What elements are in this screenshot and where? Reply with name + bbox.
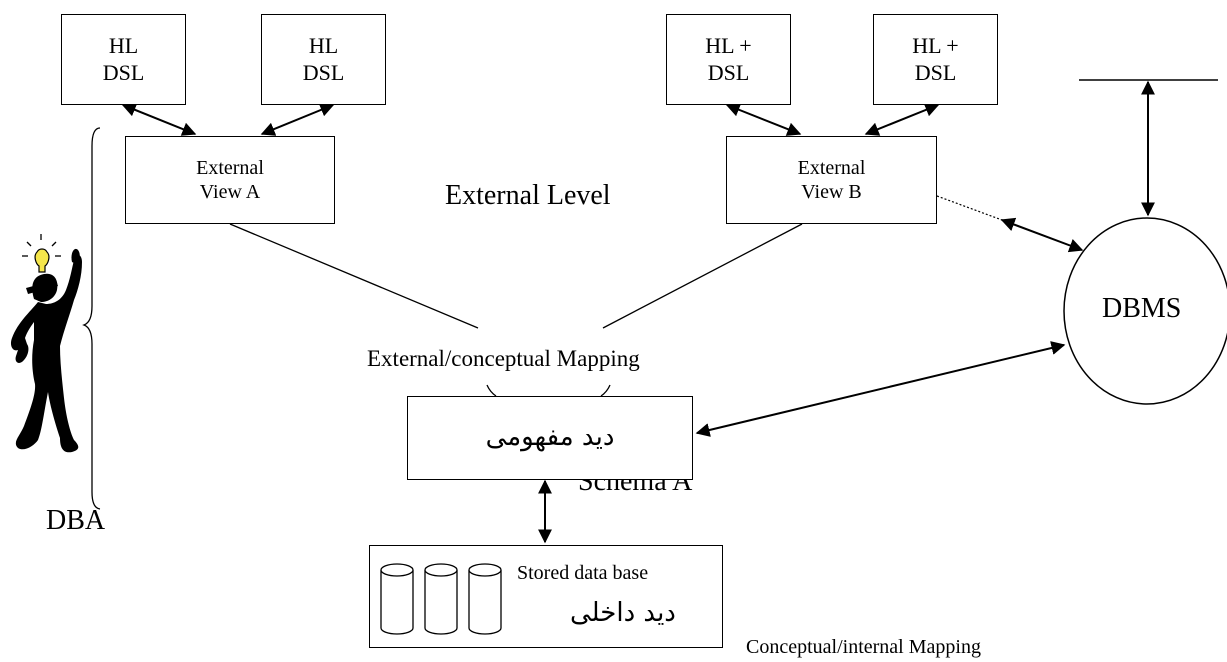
stored-database-box: Stored data base دید داخلی <box>369 545 723 648</box>
external-view-b-line1: External <box>797 157 866 179</box>
dba-person-icon <box>10 248 82 453</box>
hl-plus-dsl-box-1-line1: HL + <box>705 33 752 59</box>
arrow-conceptual-dbms <box>695 341 1066 437</box>
stored-database-title: Stored data base <box>517 562 649 584</box>
dba-label: DBA <box>46 505 106 536</box>
external-level-label: External Level <box>445 180 611 211</box>
database-cylinder-icon <box>380 563 414 635</box>
external-view-b-box: External View B <box>726 136 937 224</box>
hl-plus-dsl-box-2-line2: DSL <box>914 59 957 85</box>
hl-dsl-box-1-line1: HL <box>108 33 139 59</box>
dotted-line-view-b <box>936 195 1003 221</box>
hl-dsl-box-2: HL DSL <box>261 14 386 105</box>
dbms-label: DBMS <box>1102 293 1182 324</box>
hl-plus-dsl-box-2: HL + DSL <box>873 14 998 105</box>
mapping-line-view-a <box>229 223 479 329</box>
external-conceptual-mapping-label: External/conceptual Mapping <box>367 346 640 371</box>
hl-plus-dsl-box-2-line1: HL + <box>912 33 959 59</box>
database-cylinder-icon <box>468 563 502 635</box>
external-view-a-line2: View A <box>199 181 261 203</box>
mapping-line-view-b <box>602 223 803 329</box>
hl-dsl-box-2-line1: HL <box>308 33 339 59</box>
hl-plus-dsl-box-1-line2: DSL <box>707 59 750 85</box>
conceptual-view-label: دید مفهومی <box>485 422 615 453</box>
external-view-b-line2: View B <box>801 181 862 203</box>
database-cylinder-icon <box>424 563 458 635</box>
lightbulb-icon <box>22 234 61 273</box>
arrow-dsl3-view-b <box>725 103 802 136</box>
dba-brace <box>82 127 101 510</box>
arrow-dsl4-view-b <box>864 103 940 136</box>
hl-dsl-box-2-line2: DSL <box>302 59 345 85</box>
hl-dsl-box-1: HL DSL <box>61 14 186 105</box>
dbms-circle <box>1063 217 1227 405</box>
internal-view-label: دید داخلی <box>570 598 676 628</box>
hl-dsl-box-1-line2: DSL <box>102 59 145 85</box>
external-view-a-box: External View A <box>125 136 335 224</box>
conceptual-view-box: دید مفهومی <box>407 396 693 480</box>
conceptual-internal-mapping-label: Conceptual/internal Mapping <box>746 636 981 658</box>
arrow-view-b-dbms <box>1000 217 1084 253</box>
hl-plus-dsl-box-1: HL + DSL <box>666 14 791 105</box>
mapping-arc-left <box>486 384 497 397</box>
database-cylinders <box>380 563 502 635</box>
mapping-arc-right <box>600 384 611 397</box>
arrow-dsl1-view-a <box>121 103 197 136</box>
external-view-a-line1: External <box>196 157 264 179</box>
arrow-dsl2-view-a <box>260 103 335 136</box>
